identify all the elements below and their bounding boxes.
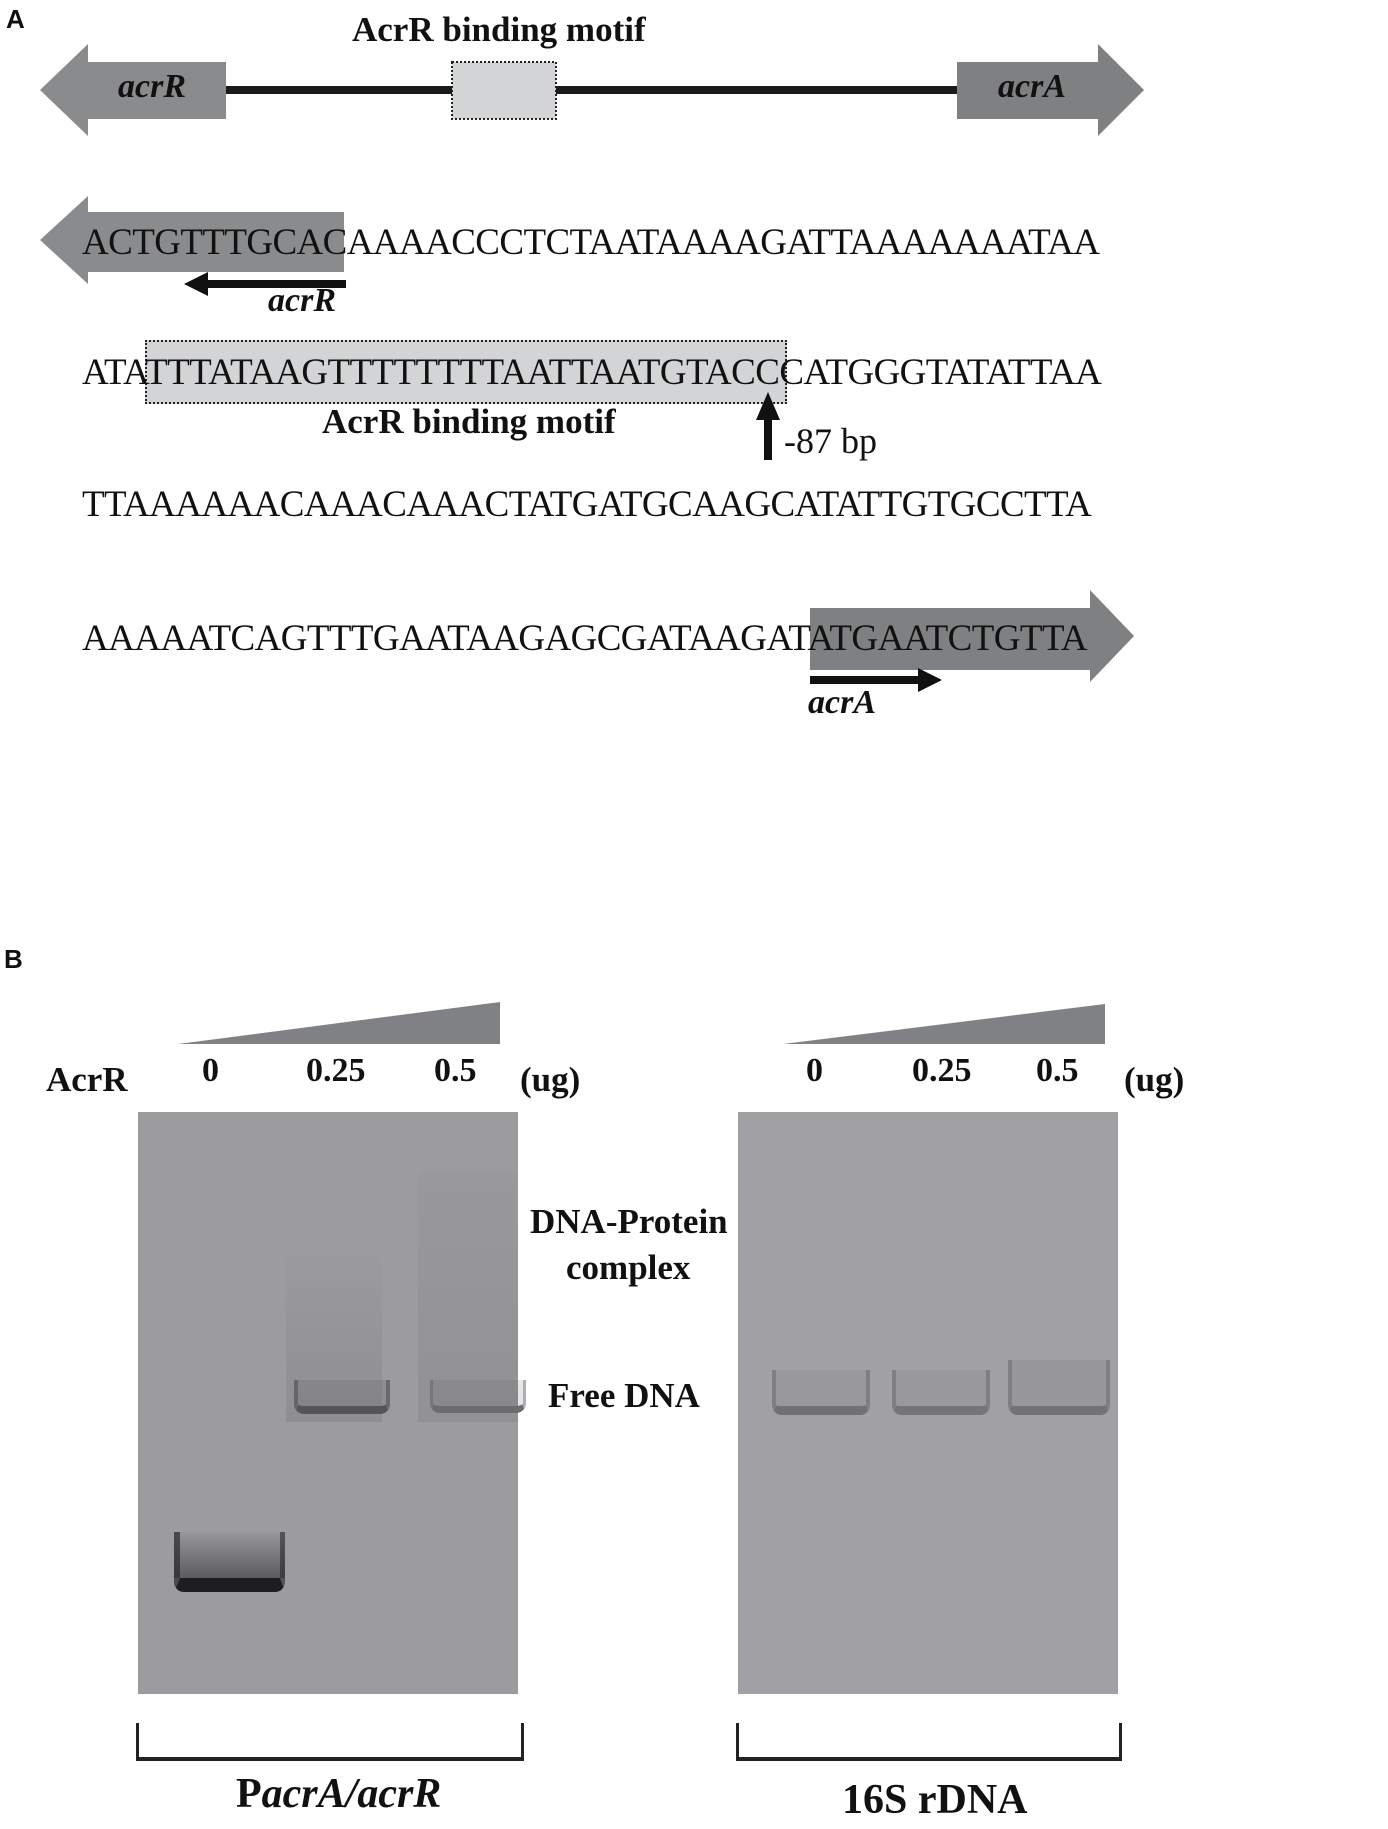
left-gel-label-italic: acrA/acrR [261,1771,442,1817]
right-lane-2-amount: 0.25 [912,1052,972,1089]
left-gel-label-prefix: P [236,1771,262,1817]
position-label: -87 bp [784,421,877,461]
sequence-line-4-rest: AAAAATCAGTTTGAATAAGAGCGATAAGAT [82,618,808,659]
complex-label-line-2: complex [566,1248,691,1287]
sequence-line-2-suffix: CATGGGTATATTAA [779,352,1102,393]
sequence-line-1-rest: AAAACCCTCTAATAAAAGATTAAAAAAATAA [346,222,1100,263]
left-lane-1-amount: 0 [202,1052,219,1089]
right-unit-label: (ug) [1124,1060,1185,1099]
sequence-line-4: AAAAATCAGTTTGAATAAGAGCGATAAGATATGAATCTGT… [82,618,1088,659]
panel-b-letter: B [4,944,23,974]
acrA-gene-label: acrA [998,68,1066,105]
sequence-line-2-prefix: ATA [82,352,146,393]
complex-label-line-1: DNA-Protein [530,1202,728,1241]
free-dna-label: Free DNA [548,1376,700,1415]
acrR-start-codon-region: ACTGTTTGCAC [82,222,347,263]
right-lane-3-amount: 0.5 [1036,1052,1079,1089]
sequence-line-2: ATATTTATAAGTTTTTTTTAATTAATGTACCCATGGGTAT… [82,352,1102,393]
acrR-seq-arrow-icon [40,196,344,284]
left-gel-image [138,1112,526,1694]
right-lane-1-free-band [772,1370,870,1415]
motif-highlight-box [145,340,787,404]
right-gel-bracket [736,1723,1122,1761]
acrA-sequence-label: acrA [808,684,876,721]
left-lane-3-complex-band [430,1380,526,1413]
binding-motif-label: AcrR binding motif [322,402,616,441]
acrA-gene-arrow-icon [957,44,1144,136]
left-lane-3-amount: 0.5 [434,1052,477,1089]
sequence-line-1: ACTGTTTGCACAAAACCCTCTAATAAAAGATTAAAAAAAT… [82,222,1100,263]
binding-motif-sequence: TTTATAAGTTTTTTTTAATTAATGTACC [145,352,780,393]
acrR-sequence-label: acrR [268,282,336,319]
left-unit-label: (ug) [520,1060,581,1099]
left-lane-2-amount: 0.25 [306,1052,366,1089]
right-gel-label: 16S rDNA [842,1777,1028,1823]
left-gel-bracket [136,1723,524,1761]
acrA-seq-arrow-icon [810,590,1134,682]
acrR-row-label: AcrR [46,1060,128,1099]
right-lane-1-amount: 0 [806,1052,823,1089]
acrR-gene-label: acrR [118,68,186,105]
left-lane-2-complex-band [294,1380,390,1414]
position-arrow-icon [756,392,780,460]
motif-title: AcrR binding motif [352,10,646,49]
right-lane-2-free-band [892,1370,990,1415]
right-gel-image [738,1112,1118,1694]
motif-box [451,61,557,120]
left-lane-2-smear [286,1242,382,1422]
left-lane-1-free-band [174,1532,285,1592]
sequence-line-3: TTAAAAAACAAACAAACTATGATGCAAGCATATTGTGCCT… [82,484,1092,525]
acrA-direction-arrow-icon [810,668,942,692]
acrR-direction-arrow-icon [184,272,346,296]
acrR-gene-arrow-icon [40,44,226,136]
panel-a-letter: A [6,4,25,34]
right-concentration-wedge-icon [783,1004,1105,1044]
left-gel-label: PacrA/acrR [236,1770,441,1818]
acrA-start-codon-region: ATGAATCTGTTA [807,618,1088,659]
gene-map [40,44,1144,136]
left-concentration-wedge-icon [178,1002,500,1044]
right-lane-3-free-band [1008,1360,1110,1415]
